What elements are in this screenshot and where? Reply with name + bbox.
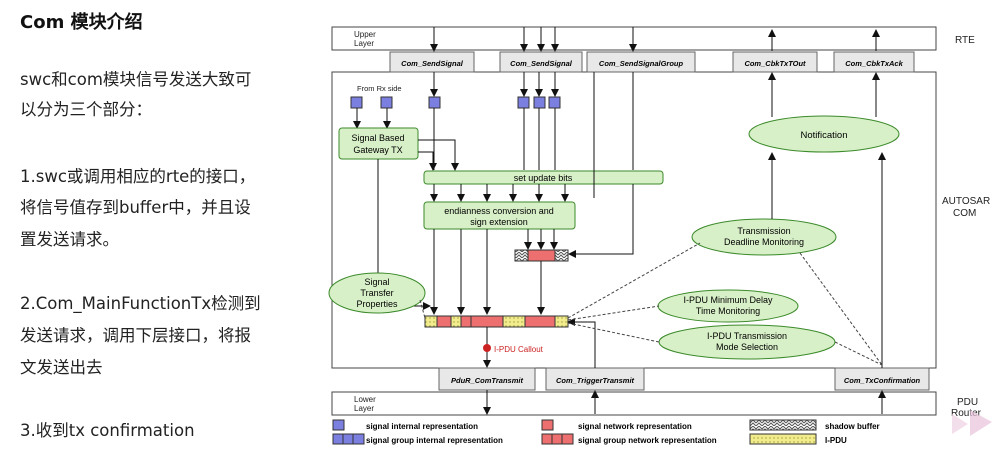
gateway-to-update-1 xyxy=(418,139,459,171)
transfer-props-label-1: Signal xyxy=(364,277,389,287)
legend-sig-int-swatch xyxy=(332,419,345,431)
gateway-tx-label-1: Signal Based xyxy=(351,133,404,143)
notification-label: Notification xyxy=(801,130,848,141)
shadow-buffer-right xyxy=(554,249,569,262)
upper-layer-label-2: Layer xyxy=(354,39,374,48)
trigger-to-ipdu xyxy=(567,318,596,368)
dash-mode-confirm xyxy=(834,341,883,366)
gateway-tx-label-2: Gateway TX xyxy=(353,145,402,155)
upper-layer-box xyxy=(331,26,937,51)
dash-min-delay xyxy=(567,305,660,321)
watermark-logo xyxy=(952,410,992,436)
dash-transfer xyxy=(419,299,426,319)
deadline-ellipse xyxy=(691,218,837,256)
step1-line-2: 将信号值存到buffer中，并且设 xyxy=(20,198,251,217)
transfer-props-label-3: Properties xyxy=(356,299,398,309)
ipdu-seg-2 xyxy=(436,315,452,328)
legend-shadow: shadow buffer xyxy=(825,422,880,431)
callout-label: I-PDU Callout xyxy=(494,345,544,354)
api-send-signal-2 xyxy=(499,51,583,73)
pdu-router-label-1: PDU xyxy=(957,397,978,408)
lower-layer-box xyxy=(331,391,937,416)
ipdu-seg-4 xyxy=(460,315,472,328)
dash-mode-sel xyxy=(567,322,660,343)
upper-layer-label-1: Upper xyxy=(354,30,376,39)
signal-box-3 xyxy=(533,96,546,109)
legend-sig-int: signal internal representation xyxy=(366,422,478,431)
legend-group-int: signal group internal representation xyxy=(366,436,503,445)
ipdu-seg-3 xyxy=(450,315,462,328)
ipdu-seg-5 xyxy=(470,315,504,328)
legend-sig-net: signal network representation xyxy=(578,422,692,431)
step2-line-3: 文发送出去 xyxy=(20,358,103,377)
min-delay-label-2: Time Monitoring xyxy=(696,306,760,316)
page-title: Com 模块介绍 xyxy=(20,12,143,33)
transfer-props-label-2: Transfer xyxy=(360,288,393,298)
ipdu-seg-6 xyxy=(502,315,526,328)
step1-line-3: 置发送请求。 xyxy=(20,230,119,249)
ipdu-seg-1 xyxy=(424,315,438,328)
deadline-label-2: Deadline Monitoring xyxy=(724,237,804,247)
legend-group-net-swatch xyxy=(541,433,574,445)
autosar-label-2: COM xyxy=(953,208,976,219)
transfer-props-ellipse xyxy=(328,272,426,314)
legend-sig-net-swatch xyxy=(541,419,554,431)
endianness-label-1: endianness conversion and xyxy=(444,206,554,216)
intro-line-2: 以分为三个部分： xyxy=(20,100,152,119)
rte-label: RTE xyxy=(955,35,975,46)
api-cbk-tx-ack-label: Com_CbkTxAck xyxy=(845,59,903,68)
endianness-label-2: sign extension xyxy=(470,217,528,227)
callout-dot xyxy=(483,344,491,352)
api-trigger-transmit-label: Com_TriggerTransmit xyxy=(556,376,635,385)
from-rx-label: From Rx side xyxy=(357,84,402,93)
mode-sel-label-1: I-PDU Transmission xyxy=(707,331,787,341)
notification-ellipse xyxy=(748,115,900,153)
dash-deadline-confirm xyxy=(799,252,883,366)
endianness-box xyxy=(423,201,576,230)
lower-layer-label-2: Layer xyxy=(354,404,374,413)
api-send-signal-2-label: Com_SendSignal xyxy=(510,59,573,68)
shadow-buffer-left xyxy=(514,249,529,262)
mode-sel-label-2: Mode Selection xyxy=(716,342,778,352)
rx-signal-2 xyxy=(380,96,393,109)
legend-ipdu-swatch xyxy=(749,433,817,445)
api-tx-confirmation-label: Com_TxConfirmation xyxy=(844,376,921,385)
legend-group-net: signal group network representation xyxy=(578,436,717,445)
ipdu-seg-8 xyxy=(554,315,569,328)
autosar-label-1: AUTOSAR xyxy=(942,196,990,207)
shadow-buffer-red xyxy=(527,249,556,262)
set-update-bits-label: set update bits xyxy=(514,173,573,183)
step2-line-2: 发送请求，调用下层接口，将报 xyxy=(20,326,251,345)
api-pdur-com-transmit-label: PduR_ComTransmit xyxy=(451,376,523,385)
signal-box-4 xyxy=(548,96,561,109)
step2-line-1: 2.Com_MainFunctionTx检测到 xyxy=(20,294,261,313)
rx-signal-1 xyxy=(350,96,363,109)
min-delay-label-1: I-PDU Minimum Delay xyxy=(683,295,773,305)
signal-box-1 xyxy=(428,96,441,109)
api-send-signal-1-label: Com_SendSignal xyxy=(401,59,464,68)
deadline-label-1: Transmission xyxy=(737,226,790,236)
api-send-signal-group xyxy=(586,51,696,73)
dash-deadline xyxy=(567,242,701,319)
set-update-bits-box xyxy=(423,170,664,185)
group-to-shadow xyxy=(568,184,634,258)
lower-layer-label-1: Lower xyxy=(354,395,376,404)
step3-line-1: 3.收到tx confirmation xyxy=(20,421,195,440)
pdu-router-label-2: Router xyxy=(951,408,982,419)
legend-group-int-swatch xyxy=(332,433,365,445)
left-panel: Com 模块介绍 swc和com模块信号发送大致可 以分为三个部分： 1.swc… xyxy=(0,0,320,456)
intro-line-1: swc和com模块信号发送大致可 xyxy=(20,70,252,89)
legend-shadow-swatch xyxy=(749,419,817,431)
api-send-signal-1 xyxy=(389,51,475,73)
step1-line-1: 1.swc或调用相应的rte的接口， xyxy=(20,167,256,186)
api-send-signal-group-label: Com_SendSignalGroup xyxy=(599,59,684,68)
legend-ipdu: I-PDU xyxy=(825,436,847,445)
ipdu-seg-7 xyxy=(524,315,556,328)
signal-box-2 xyxy=(517,96,530,109)
gateway-to-update-2 xyxy=(418,151,437,171)
dashed-associations xyxy=(419,242,883,366)
api-cbk-tx-tout-label: Com_CbkTxTOut xyxy=(744,59,806,68)
